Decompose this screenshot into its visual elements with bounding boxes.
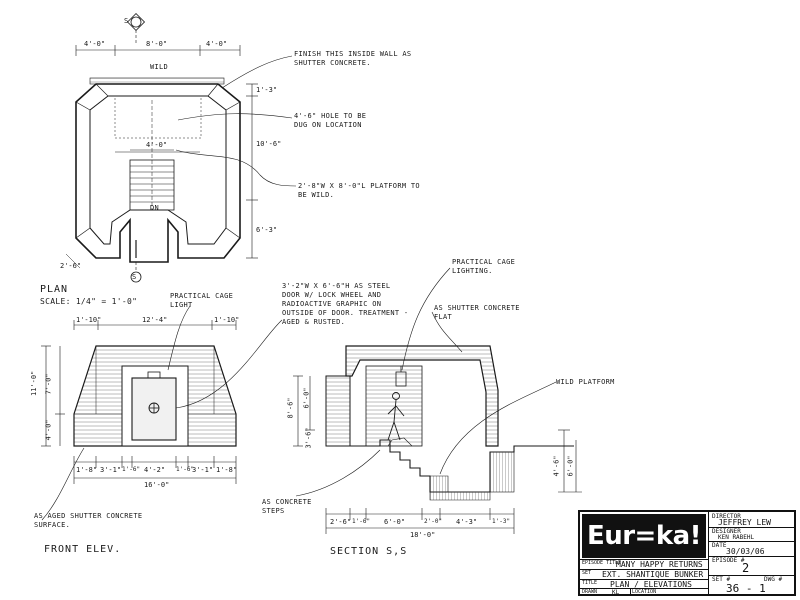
section-dim-b4: 2'-0" [424,518,443,525]
front-dim-bottom-total: 16'-0" [144,481,170,489]
front-dim-b5: 1'-6" [176,466,195,473]
section-marker-top-label: S [124,17,129,25]
plan-title: PLAN [40,284,69,295]
plan-dim-top-right: 4'-0" [206,40,228,48]
front-dim-height-lower: 4'-0" [44,419,53,441]
section-marker-top [126,12,146,44]
plan-dim-corner: 2'-6" [60,262,82,270]
episode-number-label: EPISODE # [712,557,745,564]
section-marker-bottom-label: S [132,273,137,281]
front-note-surface: AS AGED SHUTTER CONCRETE SURFACE. [34,512,143,529]
dwg-number-label: DWG # [764,576,783,583]
set-value: EXT. SHANTIQUE BUNKER [602,570,704,579]
section-dim-b3: 6'-0" [384,518,406,526]
plan-scale: SCALE: 1/4" = 1'-0" [40,297,138,306]
date-label: DATE [712,542,727,549]
human-figure [387,392,405,441]
director-label: DIRECTOR [712,513,741,520]
section-note-steps: AS CONCRETE STEPS [262,498,312,515]
section-dim-b5: 4'-3" [456,518,478,526]
location-label: LOCATION [632,589,657,595]
section-title: SECTION S,S [330,546,408,557]
front-dim-b4: 4'-2" [144,466,166,474]
set-number-label: SET # [712,576,731,583]
section-note-cage: PRACTICAL CAGE LIGHTING. [452,258,516,275]
plan-wild-label: WILD [150,63,169,71]
plan-dn-label: DN [150,204,160,212]
front-dim-top-right: 1'-10" [214,316,240,324]
section-dim-right-b: 6'-0" [566,455,575,477]
director-value: JEFFREY LEW [718,518,771,527]
plan-dim-right-low: 6'-3" [256,226,278,234]
front-dim-top-left: 1'-10" [76,316,102,324]
plan-dim-top-mid: 8'-0" [146,40,168,48]
episode-number-value: 2 [742,561,750,575]
designer-value: KEN RABEHL [718,534,755,541]
plan-note-finish: FINISH THIS INSIDE WALL AS SHUTTER CONCR… [294,50,412,67]
front-dim-height-upper: 7'-0" [44,373,53,395]
section-dim-b2: 1'-6" [352,518,371,525]
title-label: TITLE [582,580,598,586]
section-dim-bottom-total: 18'-0" [410,531,436,539]
plan-dim-top-left: 4'-0" [84,40,106,48]
plan-note-hole: 4'-6" HOLE TO BE DUG ON LOCATION [294,112,367,129]
section-dim-b1: 2'-6" [330,518,352,526]
front-dim-top-mid: 12'-4" [142,316,168,324]
title-value: PLAN / ELEVATIONS [610,580,692,589]
section-dim-left-upper: 6'-0" [302,387,311,409]
date-value: 30/03/06 [726,547,765,556]
front-note-cage-light: PRACTICAL CAGE LIGHT [170,292,234,309]
front-dim-height-total: 11'-0" [30,370,38,396]
plan-dim-upper-right: 1'-3" [256,86,278,94]
plan-dim-right-mid: 10'-6" [256,140,282,148]
episode-title-value: MANY HAPPY RETURNS [616,560,703,569]
title-block: Eur=ka! DIRECTOR JEFFREY LEW DESIGNER KE… [578,510,796,596]
plan-view [65,12,297,283]
section-note-shutter: AS SHUTTER CONCRETE FLAT [434,304,520,321]
section-note-door: 3'-2"W x 6'-6"H AS STEEL DOOR W/ LOCK WH… [282,282,409,326]
section-view [293,267,582,534]
front-title: FRONT ELEV. [44,544,122,555]
front-dim-b3: 1'-6" [122,466,141,473]
front-dim-b2: 3'-1" [100,466,122,474]
plan-dim-stair-width: 4'-0" [146,141,168,149]
section-dim-right-a: 4'-6" [552,455,561,477]
drawn-label: DRAWN [582,589,598,595]
section-note-wild: WILD PLATFORM [556,378,615,386]
set-label: SET [582,570,592,576]
episode-title-label: EPISODE TITLE [582,560,622,566]
front-dim-b7: 1'-8" [216,466,238,474]
show-logo: Eur=ka! [582,514,706,558]
section-dim-left-lower: 3'-6" [304,427,313,449]
front-elevation [41,305,283,521]
front-dim-b6: 3'-1" [192,466,214,474]
designer-label: DESIGNER [712,528,741,535]
front-dim-b1: 1'-8" [76,466,98,474]
plan-note-platform: 2'-8"W x 8'-0"L PLATFORM TO BE WILD. [298,182,420,199]
section-dim-left-total: 8'-6" [286,397,295,419]
drawn-value: KL [612,589,620,596]
set-dwg-value: 36 - 1 [726,582,766,595]
section-dim-b6: 1'-3" [492,518,511,525]
